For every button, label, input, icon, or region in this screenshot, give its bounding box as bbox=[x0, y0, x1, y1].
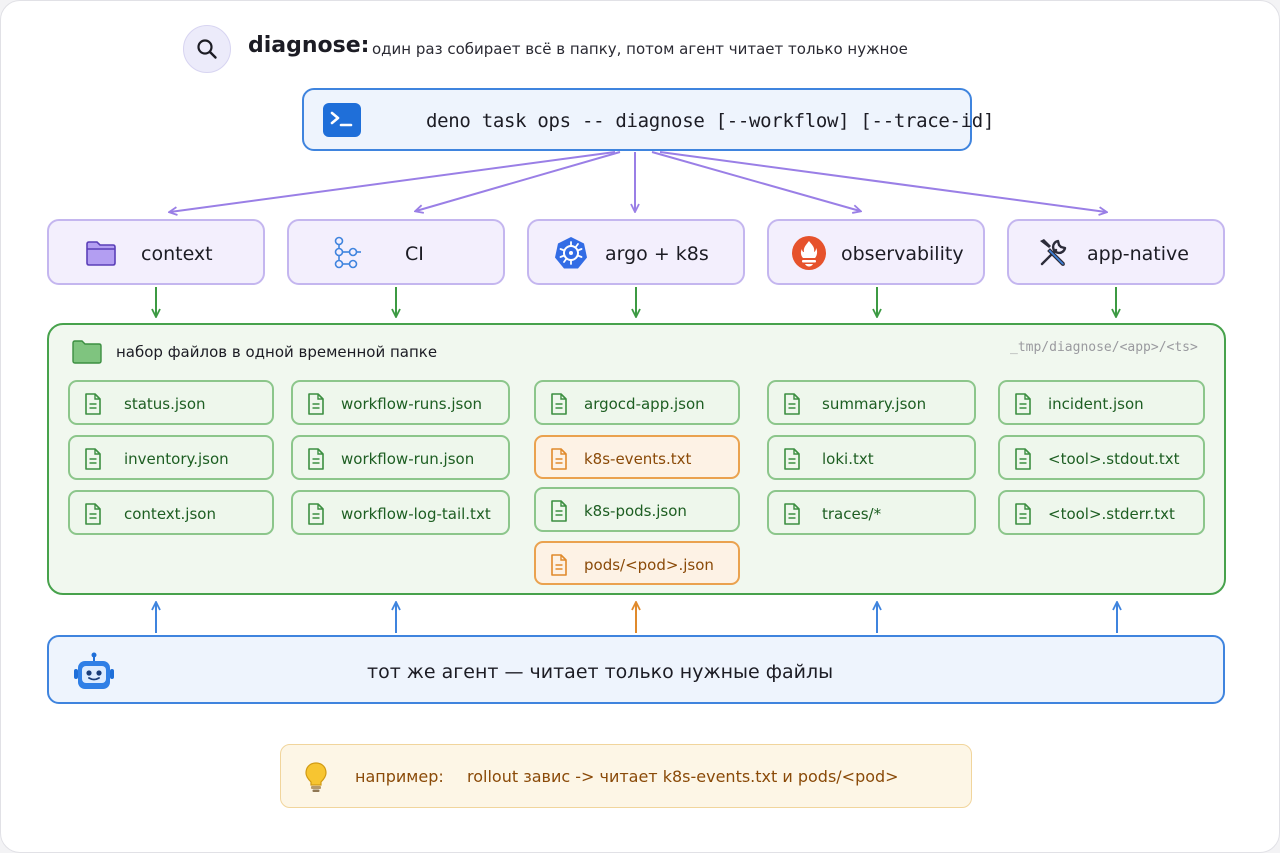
source-label: argo + k8s bbox=[605, 243, 709, 265]
file-chip: k8s-pods.json bbox=[534, 487, 740, 532]
prometheus-icon bbox=[792, 236, 826, 270]
kubernetes-icon bbox=[555, 237, 587, 269]
file-chip: loki.txt bbox=[767, 435, 976, 480]
file-name: pods/<pod>.json bbox=[584, 556, 714, 574]
file-chip: <tool>.stdout.txt bbox=[998, 435, 1205, 480]
source-label: context bbox=[141, 243, 213, 265]
file-chip: inventory.json bbox=[68, 435, 274, 480]
files-panel-path: _tmp/diagnose/<app>/<ts> bbox=[1010, 340, 1198, 355]
search-icon bbox=[197, 39, 217, 59]
file-chip: k8s-events.txt bbox=[534, 435, 740, 479]
file-chip: summary.json bbox=[767, 380, 976, 425]
file-chip: context.json bbox=[68, 490, 274, 535]
page-title: diagnose: bbox=[248, 33, 370, 58]
file-icon bbox=[783, 503, 801, 525]
file-icon bbox=[84, 393, 102, 415]
file-icon bbox=[783, 448, 801, 470]
file-chip: workflow-runs.json bbox=[291, 380, 510, 425]
page-subtitle: один раз собирает всё в папку, потом аге… bbox=[372, 40, 908, 58]
file-icon bbox=[307, 393, 325, 415]
agent-box: тот же агент — читает только нужные файл… bbox=[47, 635, 1225, 704]
example-text: rollout завис -> читает k8s-events.txt и… bbox=[467, 767, 899, 786]
file-name: argocd-app.json bbox=[584, 395, 705, 413]
command-box: deno task ops -- diagnose [--workflow] [… bbox=[302, 88, 994, 151]
file-chip: argocd-app.json bbox=[534, 380, 740, 425]
search-badge bbox=[183, 25, 231, 73]
robot-icon bbox=[74, 652, 114, 689]
source-label: observability bbox=[841, 243, 964, 265]
file-name: traces/* bbox=[822, 505, 882, 523]
folder-icon bbox=[72, 340, 102, 364]
source-observability: observability bbox=[767, 219, 985, 285]
source-argo-k8s: argo + k8s bbox=[527, 219, 745, 285]
file-icon bbox=[84, 448, 102, 470]
file-icon bbox=[1014, 503, 1032, 525]
file-icon bbox=[307, 448, 325, 470]
file-icon bbox=[1014, 448, 1032, 470]
terminal-icon bbox=[323, 103, 361, 137]
file-name: workflow-run.json bbox=[341, 450, 475, 468]
source-app-native: app-native bbox=[1007, 219, 1225, 285]
file-name: context.json bbox=[124, 505, 216, 523]
file-icon bbox=[84, 503, 102, 525]
file-name: loki.txt bbox=[822, 450, 874, 468]
workflow-icon bbox=[334, 236, 361, 269]
file-name: incident.json bbox=[1048, 395, 1144, 413]
file-name: summary.json bbox=[822, 395, 927, 413]
file-icon bbox=[1014, 393, 1032, 415]
file-icon bbox=[550, 554, 568, 576]
file-chip: <tool>.stderr.txt bbox=[998, 490, 1205, 535]
example-box: например: rollout завис -> читает k8s-ev… bbox=[280, 744, 972, 808]
file-chip: incident.json bbox=[998, 380, 1205, 425]
file-chip: pods/<pod>.json bbox=[534, 541, 740, 585]
file-name: inventory.json bbox=[124, 450, 229, 468]
file-name: <tool>.stderr.txt bbox=[1048, 505, 1175, 523]
lightbulb-icon bbox=[305, 762, 327, 792]
folder-icon bbox=[86, 241, 116, 266]
file-icon bbox=[550, 500, 568, 522]
files-panel-title: набор файлов в одной временной папке bbox=[116, 343, 438, 361]
file-chip: workflow-run.json bbox=[291, 435, 510, 480]
file-icon bbox=[550, 393, 568, 415]
source-label: app-native bbox=[1087, 243, 1189, 265]
file-name: <tool>.stdout.txt bbox=[1048, 450, 1180, 468]
file-name: status.json bbox=[124, 395, 206, 413]
file-chip: traces/* bbox=[767, 490, 976, 535]
file-icon bbox=[307, 503, 325, 525]
agent-label: тот же агент — читает только нужные файл… bbox=[367, 661, 834, 683]
file-name: workflow-runs.json bbox=[341, 395, 483, 413]
source-label: CI bbox=[405, 243, 424, 265]
file-name: k8s-events.txt bbox=[584, 450, 692, 468]
file-icon bbox=[550, 448, 568, 470]
file-icon bbox=[783, 393, 801, 415]
file-name: workflow-log-tail.txt bbox=[341, 505, 491, 523]
file-name: k8s-pods.json bbox=[584, 502, 687, 520]
source-ci: CI bbox=[287, 219, 505, 285]
source-context: context bbox=[47, 219, 265, 285]
tools-icon bbox=[1040, 239, 1067, 266]
file-chip: status.json bbox=[68, 380, 274, 425]
example-label: например: bbox=[355, 767, 444, 786]
file-chip: workflow-log-tail.txt bbox=[291, 490, 510, 535]
command-text: deno task ops -- diagnose [--workflow] [… bbox=[426, 110, 995, 132]
